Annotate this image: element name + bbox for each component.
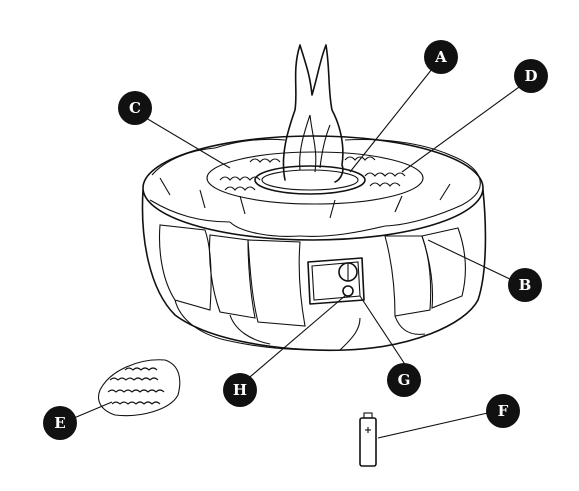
callout-badge [223,373,257,407]
callout-badge [514,59,548,93]
loose-lava-rocks [97,359,181,417]
callout-badge [118,91,152,125]
callout-letter: H [233,381,247,399]
callout-badge [43,406,77,440]
callout-H: H [223,373,257,407]
callout-letter: A [434,48,447,66]
callout-badge [486,394,520,428]
callout-B: B [508,268,542,302]
callout-F: F [486,394,520,428]
igniter-button [342,285,354,297]
callout-D: D [514,59,548,93]
callout-letter: G [398,371,411,389]
leader-lines [73,63,527,439]
callout-letter: F [498,402,509,420]
callout-letter: E [54,414,65,432]
callout-letter: B [519,276,532,294]
callout-G: G [387,363,421,397]
fire-pit-body [141,135,487,352]
callout-letter: C [129,99,141,117]
callout-letter: D [524,67,537,85]
control-knob-panel [307,257,365,305]
callout-badge [387,363,421,397]
battery [359,412,377,467]
callout-E: E [43,406,77,440]
callout-badge [508,268,542,302]
flame [282,44,344,183]
callout-C: C [118,91,152,125]
callout-badge [424,40,458,74]
burner-ring [254,165,366,195]
callout-A: A [424,40,458,74]
lava-rock-bed [219,156,406,191]
